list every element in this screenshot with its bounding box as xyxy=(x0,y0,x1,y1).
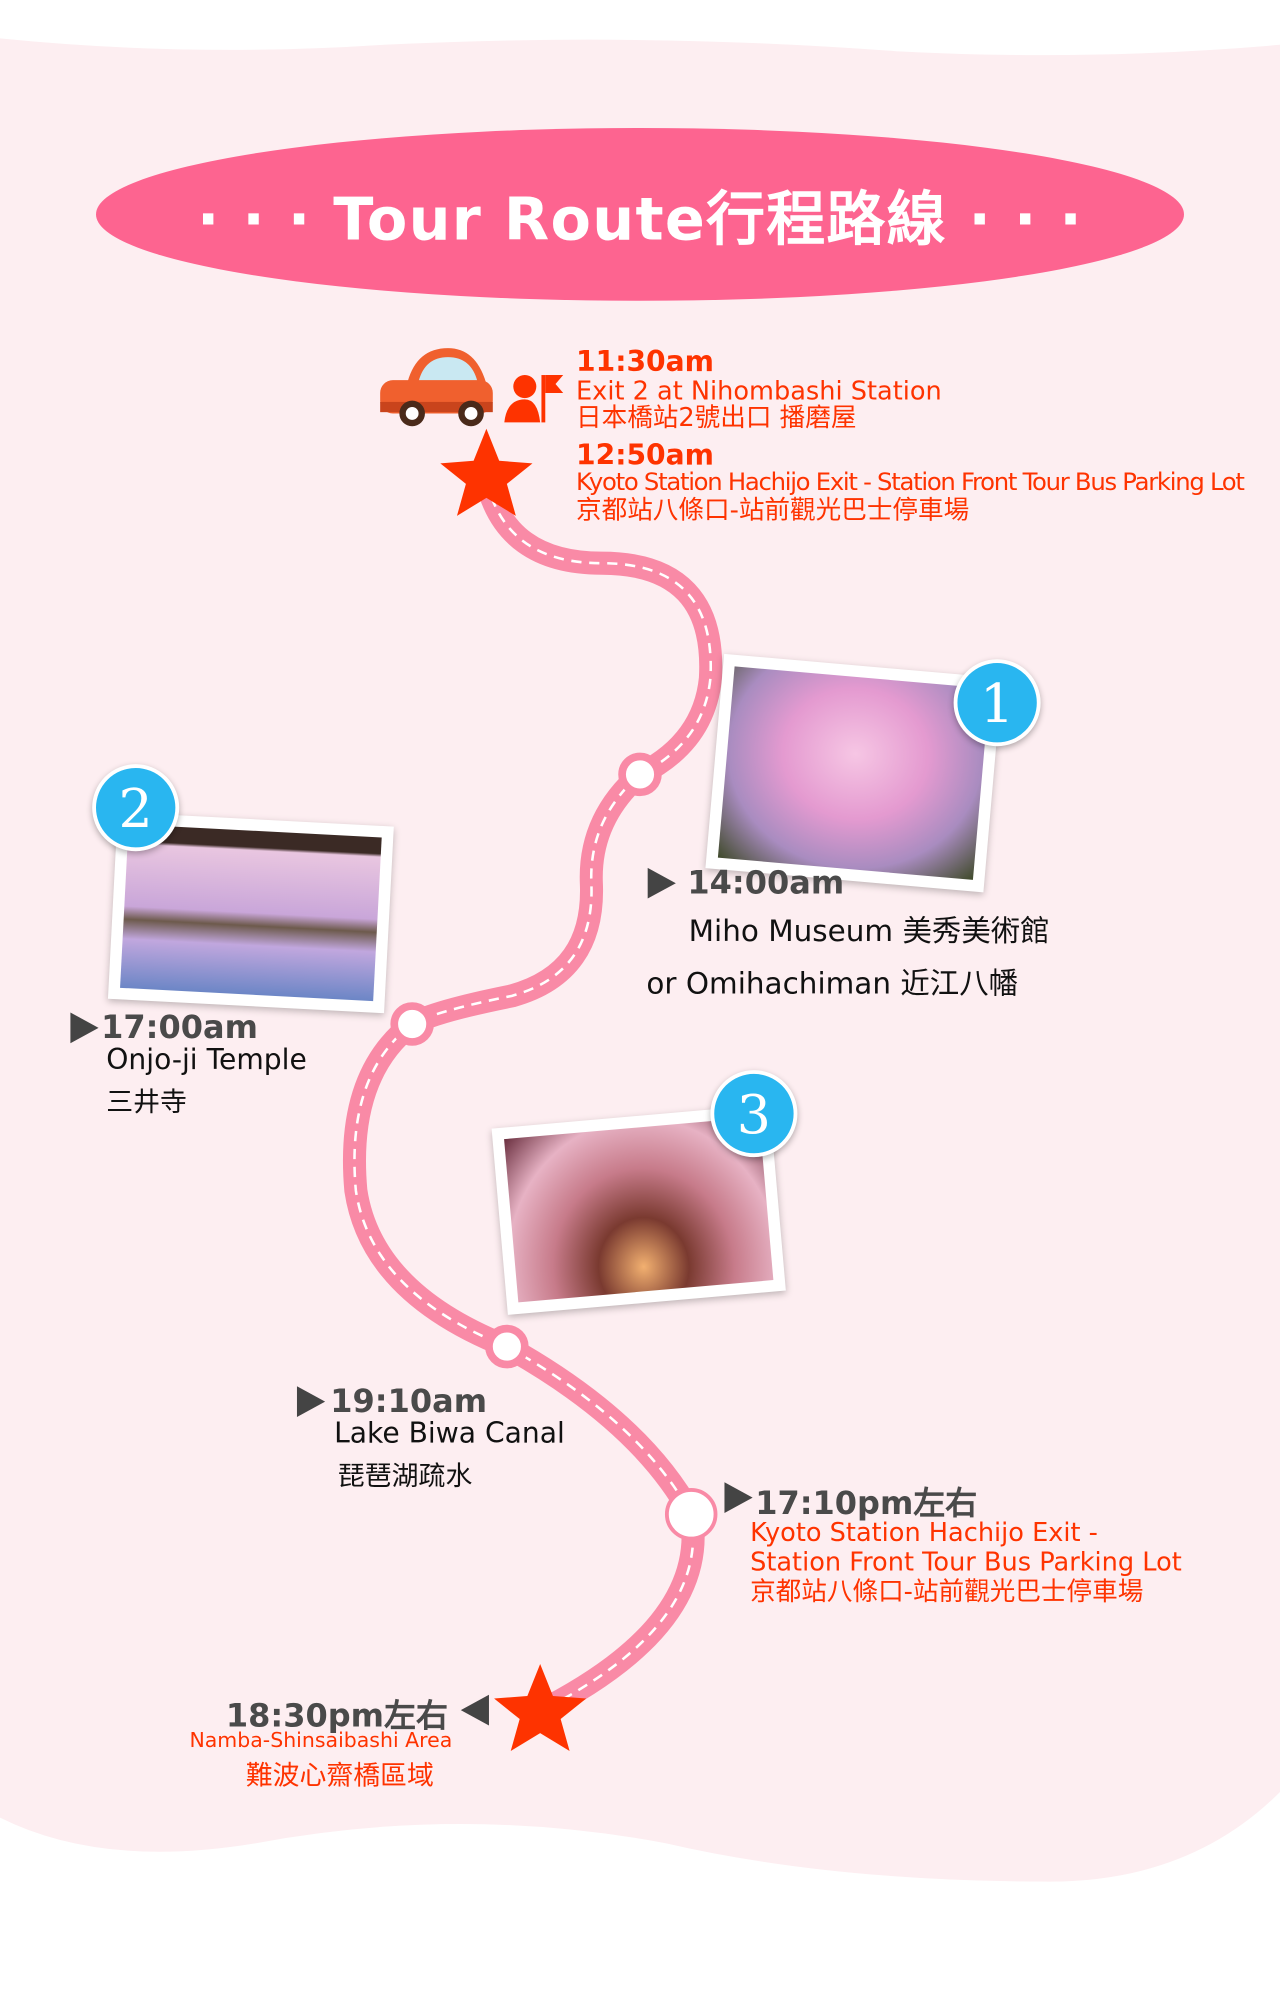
start-place-zh: 日本橋站2號出口 播磨屋 xyxy=(576,402,857,433)
return-time: 17:10pm左右 xyxy=(755,1484,978,1522)
car-icon xyxy=(380,348,493,427)
stop-time: 17:00am xyxy=(101,1008,258,1046)
route-path xyxy=(342,468,723,1725)
end-place-zh: 難波心齋橋區域 xyxy=(245,1760,434,1791)
stop-name-zh: 三井寺 xyxy=(106,1086,187,1118)
stop-time: 14:00am xyxy=(687,864,845,902)
stop-name: Lake Biwa Canal xyxy=(334,1418,565,1451)
start-place-en: Exit 2 at Nihombashi Station xyxy=(576,375,942,406)
start-time: 11:30am xyxy=(576,346,714,379)
stop-alt-name: or Omihachiman 近江八幡 xyxy=(646,967,1019,1001)
arrow-left-icon xyxy=(460,1694,489,1726)
arrow-icon xyxy=(647,867,676,899)
pickup-time: 12:50am xyxy=(576,440,714,473)
route-stop-marker xyxy=(618,752,662,797)
return-place-line2: Station Front Tour Bus Parking Lot xyxy=(750,1546,1182,1577)
return-place: Kyoto Station Hachijo Exit - Station Fro… xyxy=(750,1516,1182,1607)
start-star-icon xyxy=(440,428,533,516)
end-time: 18:30pm左右 xyxy=(225,1697,448,1735)
stop-name-zh: 琵琶湖疏水 xyxy=(337,1460,473,1492)
route-stop-marker xyxy=(664,1487,718,1541)
page-title-banner: · · · Tour Route行程路線 · · · xyxy=(96,128,1184,301)
return-place-zh: 京都站八條口-站前觀光巴士停車場 xyxy=(750,1575,1144,1607)
stop-number-badge: 3 xyxy=(710,1070,798,1158)
route-stop-marker xyxy=(390,1002,434,1046)
page-title: · · · Tour Route行程路線 · · · xyxy=(196,183,1084,253)
arrow-icon xyxy=(724,1482,753,1513)
end-place-en: Namba-Shinsaibashi Area xyxy=(189,1728,453,1753)
return-place-line1: Kyoto Station Hachijo Exit - xyxy=(750,1516,1098,1548)
stop-name: Miho Museum 美秀美術館 xyxy=(688,915,1050,949)
pickup-place-en: Kyoto Station Hachijo Exit - Station Fro… xyxy=(576,468,1245,497)
route-stop-marker xyxy=(485,1324,529,1369)
guide-flag-icon xyxy=(504,375,564,423)
pickup-place-zh: 京都站八條口-站前觀光巴士停車場 xyxy=(576,494,970,525)
stop-number-badge: 1 xyxy=(953,659,1041,747)
stop-number-badge: 2 xyxy=(92,764,180,852)
arrow-icon xyxy=(70,1012,99,1044)
stop-name: Onjo-ji Temple xyxy=(106,1044,307,1077)
arrow-icon xyxy=(296,1386,326,1417)
pink-background xyxy=(0,38,1280,1882)
end-star-icon xyxy=(494,1664,587,1752)
start-info: 11:30am Exit 2 at Nihombashi Station 日本橋… xyxy=(576,346,1245,525)
stop-time: 19:10am xyxy=(330,1382,488,1420)
